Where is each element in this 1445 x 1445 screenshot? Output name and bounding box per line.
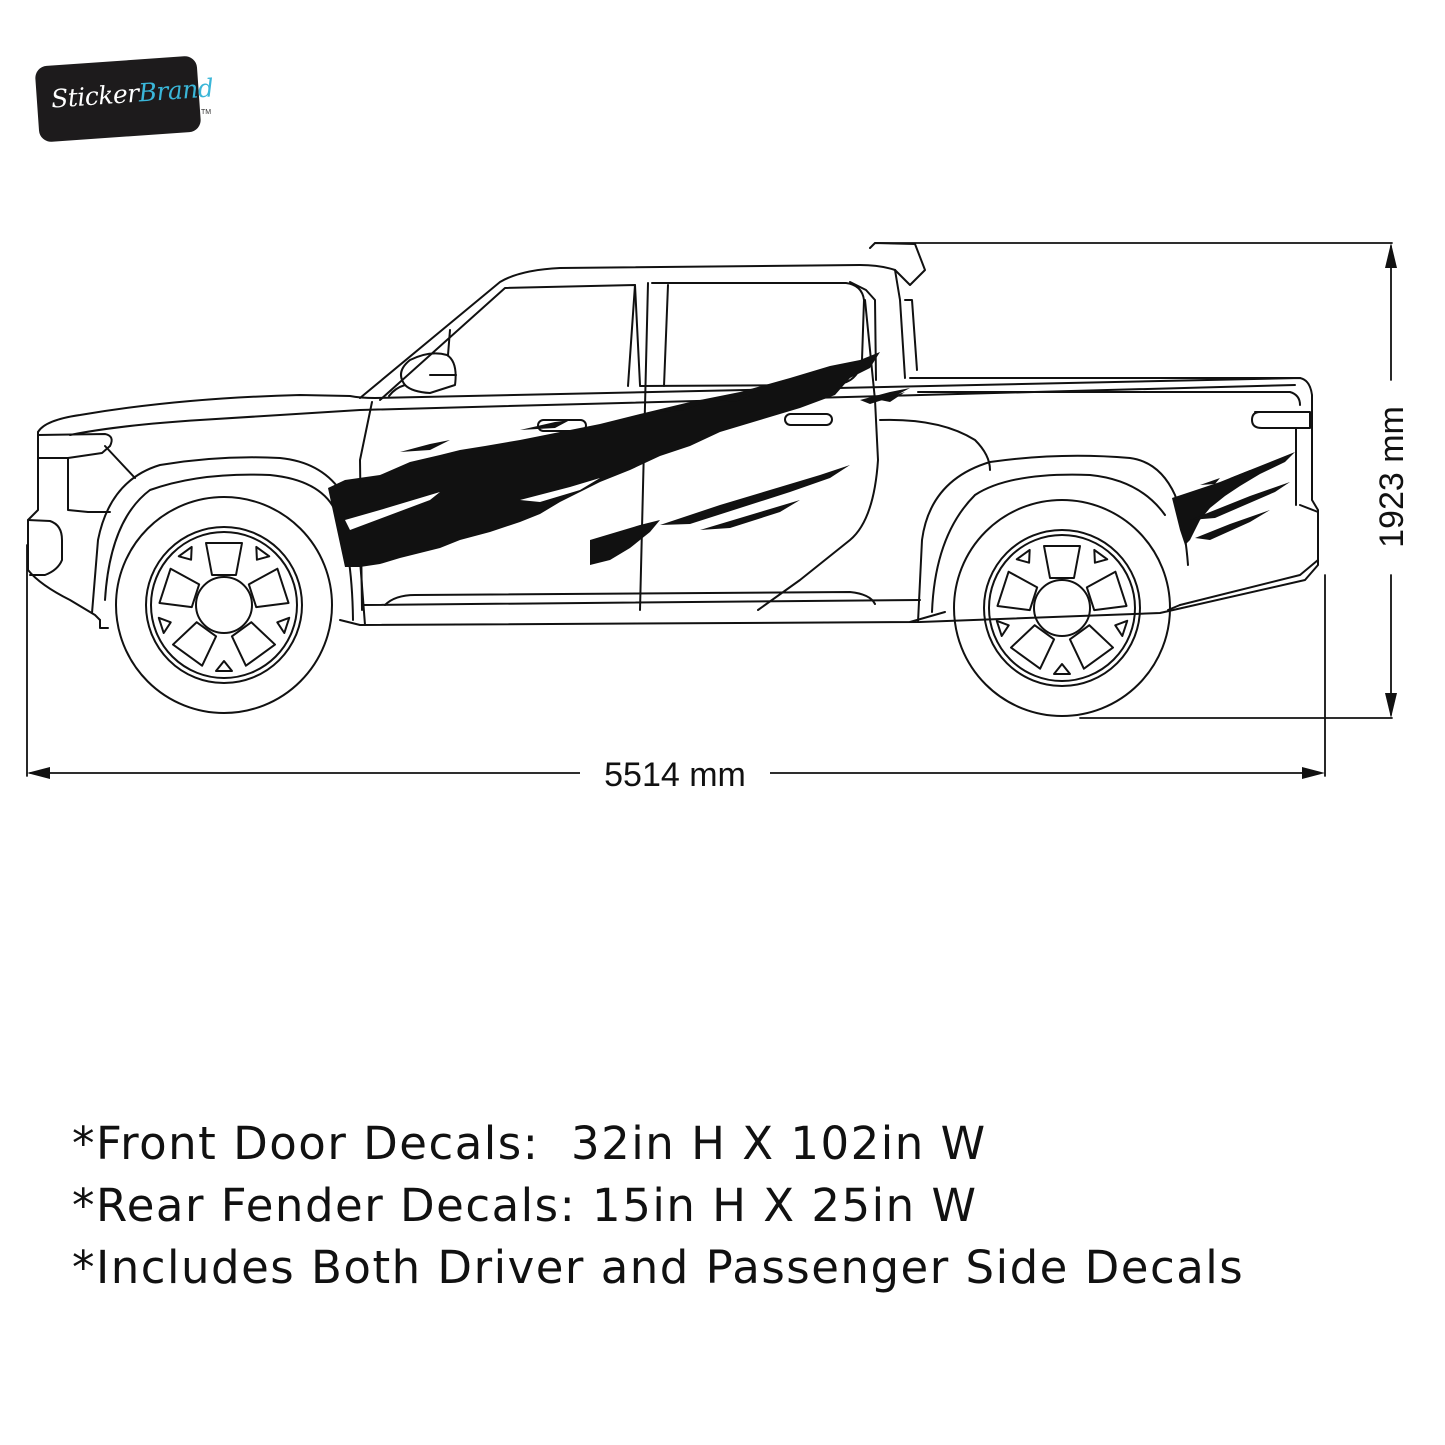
logo-trademark: TM: [201, 109, 212, 116]
wheel-spokes: [157, 542, 291, 672]
rear-fender-decal: [1172, 452, 1295, 545]
length-dimension-label: 5514 mm: [580, 755, 770, 795]
height-dimension-label: 1923 mm: [1372, 382, 1412, 572]
note-both-sides: *Includes Both Driver and Passenger Side…: [72, 1241, 1245, 1294]
note-front-door-decals: *Front Door Decals: 32in H X 102in W: [72, 1117, 987, 1170]
front-wheel: [115, 496, 333, 714]
truck-body: [27, 242, 1319, 626]
wheel-spokes: [995, 545, 1129, 675]
front-door-decal: [328, 352, 910, 567]
decal-notes: *Front Door Decals: 32in H X 102in W *Re…: [72, 1113, 1244, 1299]
rear-wheel: [953, 499, 1171, 717]
sticker-brand-logo: StickerBrand TM: [34, 55, 214, 143]
note-rear-fender-decals: *Rear Fender Decals: 15in H X 25in W: [72, 1179, 978, 1232]
dimension-lines: [26, 242, 1397, 779]
